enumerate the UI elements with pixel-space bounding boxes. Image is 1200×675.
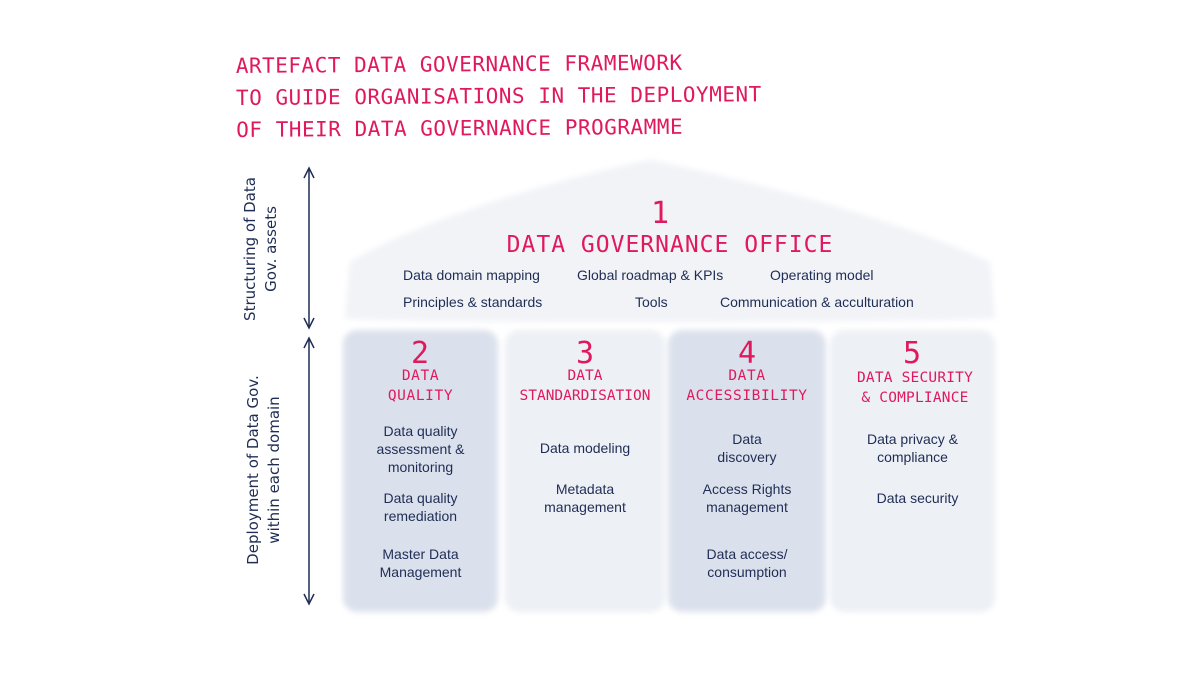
deployment-arrow [303,336,315,606]
side-label-structuring: Structuring of Data Gov. assets [241,177,280,321]
office-item-communication: Communication & acculturation [720,294,914,310]
title-line-1: Artefact Data Governance Framework [235,50,683,78]
pillar-4-shape [830,330,995,612]
pillar-1-shape [343,330,498,612]
pillar-3-shape [668,330,826,612]
pillar-accessibility-number: 4 [737,336,757,371]
pillar-security-name-line-1: Data Security [856,370,974,386]
pillar-security-name: Data Security & Compliance [830,368,1000,408]
pillar-standardisation-name-line-1: Data [567,368,603,384]
pillar-accessibility-item-consumption: Data access/ consumption [706,546,788,580]
pillar-standardisation-name-line-2: Standardisation [519,388,651,404]
pillar-security-item-privacy: Data privacy & compliance [866,431,959,465]
pillar-quality-name-line-2: Quality [387,388,454,404]
pillar-security-name-line-2: & Compliance [861,390,969,406]
pillar-accessibility-name-line-2: Accessibility [686,388,808,404]
office-item-principles-standards: Principles & standards [403,294,543,310]
pillar-quality-item-remediation: Data quality remediation [383,490,458,524]
pillar-quality-item-assessment: Data quality assessment & monitoring [376,423,465,475]
office-item-data-domain-mapping: Data domain mapping [403,267,540,283]
pillar-standardisation-number: 3 [575,336,595,371]
office-item-operating-model: Operating model [770,267,874,283]
pillar-accessibility-name-line-1: Data [728,368,766,384]
office-item-tools: Tools [635,294,668,310]
pillar-quality-name-line-1: Data [401,368,440,384]
pillar-quality-number: 2 [410,336,430,371]
pillar-standardisation-item-metadata: Metadata management [544,481,626,515]
office-title: Data Governance Office [506,232,834,258]
pillar-accessibility-name: Data Accessibility [668,366,826,406]
structuring-arrow [303,166,315,330]
title-line-2: to guide organisations in the deployment [235,82,762,110]
title-line-3: of their data governance programme [236,114,684,142]
pillar-security-number: 5 [902,336,922,371]
office-number: 1 [650,196,670,231]
side-label-deployment: Deployment of Data Gov. within each doma… [244,375,283,565]
office-roof-shape [345,160,995,322]
pillar-standardisation-name: Data Standardisation [500,366,670,406]
pillar-security-item-security: Data security [876,490,959,506]
pillar-2-shape [505,330,665,612]
pillar-standardisation-item-modeling: Data modeling [539,440,631,456]
framework-title: Artefact Data Governance Framework to gu… [236,46,797,146]
pillar-accessibility-item-access-rights: Access Rights management [702,481,792,515]
pillar-quality-item-mdm: Master Data Management [379,546,462,580]
pillar-quality-name: Data Quality [343,366,498,406]
pillar-accessibility-item-discovery: Data discovery [717,431,777,465]
office-item-global-roadmap: Global roadmap & KPIs [577,267,724,283]
